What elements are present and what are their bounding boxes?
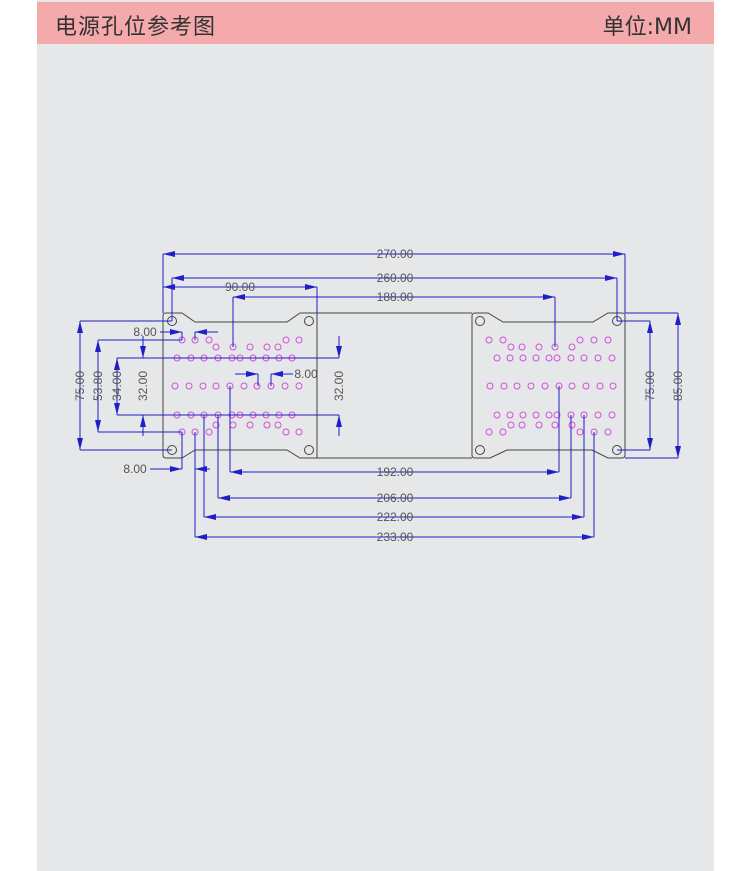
pin-hole [493, 411, 501, 419]
pin-hole [506, 354, 514, 362]
pin-hole [500, 382, 508, 390]
pin-hole [499, 428, 507, 436]
pin-hole [545, 411, 553, 419]
pin-hole [582, 382, 590, 390]
pin-hole [576, 428, 584, 436]
pin-hole [513, 382, 521, 390]
pin-hole [282, 336, 290, 344]
pin-hole [263, 343, 271, 351]
pin-hole [519, 354, 527, 362]
header-bar: 电源孔位参考图 单位:MM [37, 2, 714, 44]
right-plate-outline [471, 312, 626, 459]
pin-hole [281, 382, 289, 390]
pin-hole [545, 354, 553, 362]
dim-8-bottom: 8.00 [123, 462, 147, 476]
pin-hole [580, 354, 588, 362]
pin-hole [212, 421, 220, 429]
dim-270: 270.00 [377, 247, 414, 261]
pin-hole [199, 382, 207, 390]
pin-hole [590, 336, 598, 344]
pin-hole [535, 343, 543, 351]
pin-hole [608, 354, 616, 362]
pin-hole [229, 421, 237, 429]
pin-hole [553, 354, 561, 362]
pin-hole [486, 382, 494, 390]
pin-hole [493, 354, 501, 362]
pin-hole [609, 382, 617, 390]
dim-192: 192.00 [377, 465, 414, 479]
pin-hole [532, 411, 540, 419]
pin-hole [594, 411, 602, 419]
pin-hole [551, 421, 559, 429]
pin-hole [253, 382, 261, 390]
pin-hole [604, 336, 612, 344]
dim-8-top: 8.00 [133, 325, 157, 339]
pin-hole [532, 354, 540, 362]
dim-75-left: 75.00 [73, 371, 87, 401]
pin-hole [568, 382, 576, 390]
pin-hole [507, 343, 515, 351]
pin-hole [576, 336, 584, 344]
pin-hole [596, 382, 604, 390]
pin-hole [568, 421, 576, 429]
pin-hole [519, 411, 527, 419]
pin-hole [240, 382, 248, 390]
dim-32-mid: 32.00 [332, 371, 346, 401]
drawing-panel [37, 0, 714, 871]
bridge-outline [317, 312, 472, 459]
dim-53-8: 53.80 [91, 371, 105, 401]
dim-34: 34.00 [110, 371, 124, 401]
mounting-hole [475, 445, 485, 455]
pin-hole [171, 382, 179, 390]
pin-hole [212, 382, 220, 390]
mounting-hole [304, 445, 314, 455]
unit-label: 单位:MM [602, 15, 692, 40]
dim-8-middle: 8.00 [294, 367, 318, 381]
pin-hole [246, 343, 254, 351]
pin-hole [518, 421, 526, 429]
pin-hole [205, 336, 213, 344]
pin-hole [485, 336, 493, 344]
dim-188: 188.00 [377, 290, 414, 304]
pin-hole [568, 343, 576, 351]
pin-hole [553, 411, 561, 419]
left-plate-outline [162, 312, 318, 459]
dim-260: 260.00 [377, 271, 414, 285]
dim-75-right: 75.00 [643, 371, 657, 401]
dim-233: 233.00 [377, 530, 414, 544]
pin-hole [295, 428, 303, 436]
pin-hole [506, 411, 514, 419]
mounting-hole [475, 316, 485, 326]
pin-hole [608, 411, 616, 419]
pin-hole [263, 421, 271, 429]
pin-hole [246, 421, 254, 429]
pin-hole [527, 382, 535, 390]
pin-hole [274, 421, 282, 429]
pin-hole [535, 421, 543, 429]
dim-85: 85.00 [671, 371, 685, 401]
page-title: 电源孔位参考图 [55, 15, 217, 40]
pin-hole [507, 421, 515, 429]
pin-hole [518, 343, 526, 351]
pin-hole [295, 336, 303, 344]
dim-32-left: 32.00 [136, 371, 150, 401]
pin-hole [274, 343, 282, 351]
pin-hole [541, 382, 549, 390]
pin-hole [282, 428, 290, 436]
pin-hole [499, 336, 507, 344]
pin-hole [594, 354, 602, 362]
pin-hole [212, 343, 220, 351]
pin-hole [604, 428, 612, 436]
pin-hole [485, 428, 493, 436]
pin-hole [185, 382, 193, 390]
dim-90: 90.00 [225, 280, 255, 294]
pin-hole [295, 382, 303, 390]
dim-222: 222.00 [377, 510, 414, 524]
dim-206: 206.00 [377, 491, 414, 505]
mounting-hole [304, 316, 314, 326]
pin-hole [205, 428, 213, 436]
pin-hole [567, 354, 575, 362]
